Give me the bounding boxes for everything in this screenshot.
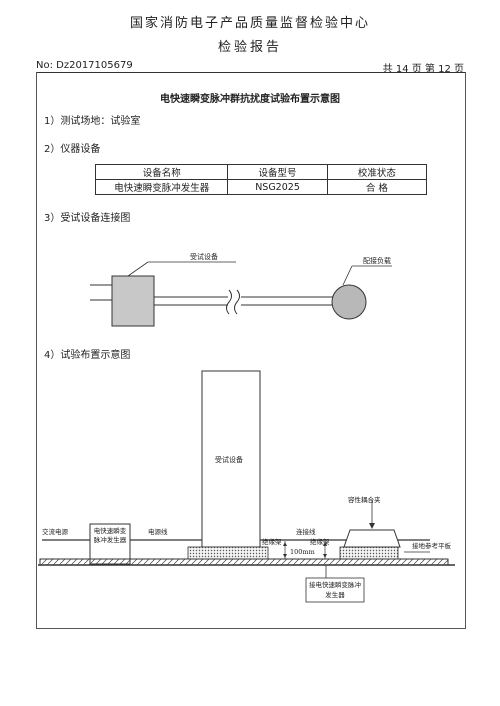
generator-box bbox=[89, 523, 131, 565]
table-cell: 电快速瞬变脉冲发生器 bbox=[94, 179, 229, 195]
section-layout: 4）试验布置示意图 bbox=[44, 350, 131, 361]
section-instruments: 2）仪器设备 bbox=[44, 144, 101, 155]
eut-box bbox=[111, 275, 155, 327]
ground-plane-label: 接地参考平板 bbox=[412, 542, 451, 550]
to-generator-label: 接电快速瞬变脉冲发生器 bbox=[309, 581, 361, 599]
section-test-site: 1）测试场地：试验室 bbox=[44, 116, 141, 127]
ac-power-label: 交流电源 bbox=[42, 528, 68, 536]
table-row: 电快速瞬变脉冲发生器 NSG2025 合 格 bbox=[94, 179, 428, 195]
coupling-clamp bbox=[343, 529, 401, 548]
ground-plane bbox=[39, 558, 449, 566]
coupling-clamp-label: 容性耦合夹 bbox=[348, 496, 381, 504]
report-number: No: Dz2017105679 bbox=[36, 60, 133, 71]
page-count: 共 14 页 第 12 页 bbox=[382, 64, 464, 75]
connection-line-label: 连接线 bbox=[296, 528, 316, 536]
layout-eut-label: 受试设备 bbox=[215, 456, 243, 464]
diagram-title: 电快速瞬变脉冲群抗扰度试验布置示意图 bbox=[160, 94, 340, 105]
load-label: 配接负载 bbox=[363, 257, 391, 265]
power-line-label: 电源线 bbox=[148, 528, 168, 536]
eut-label: 受试设备 bbox=[190, 253, 218, 261]
org-name: 国家消防电子产品质量监督检验中心 bbox=[129, 16, 370, 31]
equipment-table: 设备名称 设备型号 校准状态 电快速瞬变脉冲发生器 NSG2025 合 格 bbox=[94, 164, 428, 195]
insulator-left-label: 绝缘架 bbox=[262, 538, 282, 546]
generator-label: 电快速瞬变脉冲发生器 bbox=[93, 527, 127, 544]
distance-label: 100mm bbox=[290, 548, 315, 556]
insulator-left bbox=[187, 546, 269, 560]
report-title: 检验报告 bbox=[217, 40, 282, 55]
section-connection: 3）受试设备连接图 bbox=[44, 213, 131, 224]
insulator-right bbox=[339, 546, 399, 560]
content-frame bbox=[36, 72, 466, 629]
insulator-right-label: 绝缘架 bbox=[310, 538, 330, 546]
layout-eut-box bbox=[201, 370, 261, 548]
table-cell: 合 格 bbox=[326, 179, 428, 195]
header-rule bbox=[36, 72, 466, 73]
load-circle bbox=[331, 284, 367, 320]
